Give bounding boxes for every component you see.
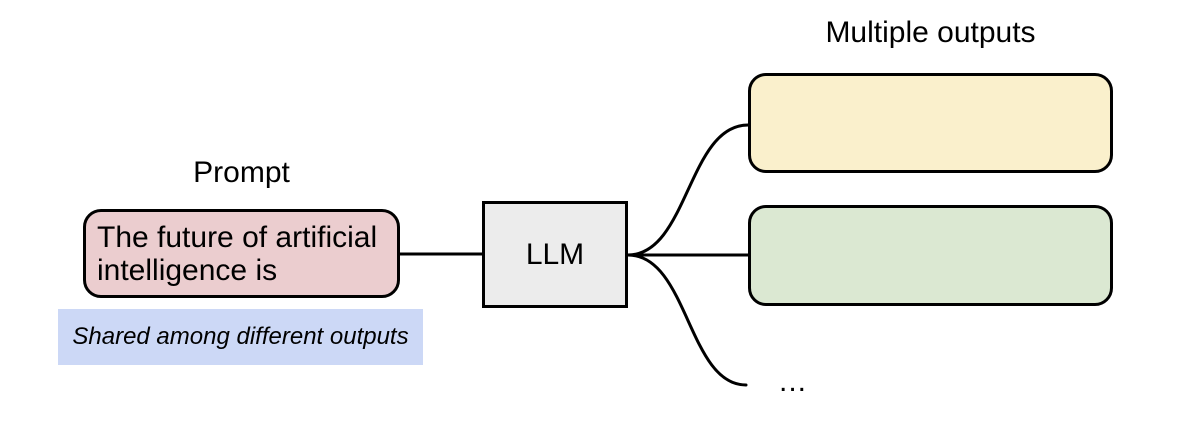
- shared-note: Shared among different outputs: [58, 309, 423, 365]
- output-box-middle: [748, 205, 1113, 306]
- more-outputs-ellipsis: ...: [779, 365, 808, 398]
- prompt-box-text: The future of artificial intelligence is: [97, 221, 378, 287]
- output-box-top: [748, 73, 1113, 173]
- connector-llm-to-output-top: [626, 123, 750, 257]
- prompt-title: Prompt: [193, 156, 290, 189]
- llm-box: LLM: [482, 201, 628, 308]
- prompt-box: The future of artificial intelligence is: [83, 209, 400, 298]
- connector-llm-to-more-outputs: [626, 253, 748, 387]
- llm-label: LLM: [525, 237, 585, 271]
- multiple-outputs-title: Multiple outputs: [825, 16, 1036, 49]
